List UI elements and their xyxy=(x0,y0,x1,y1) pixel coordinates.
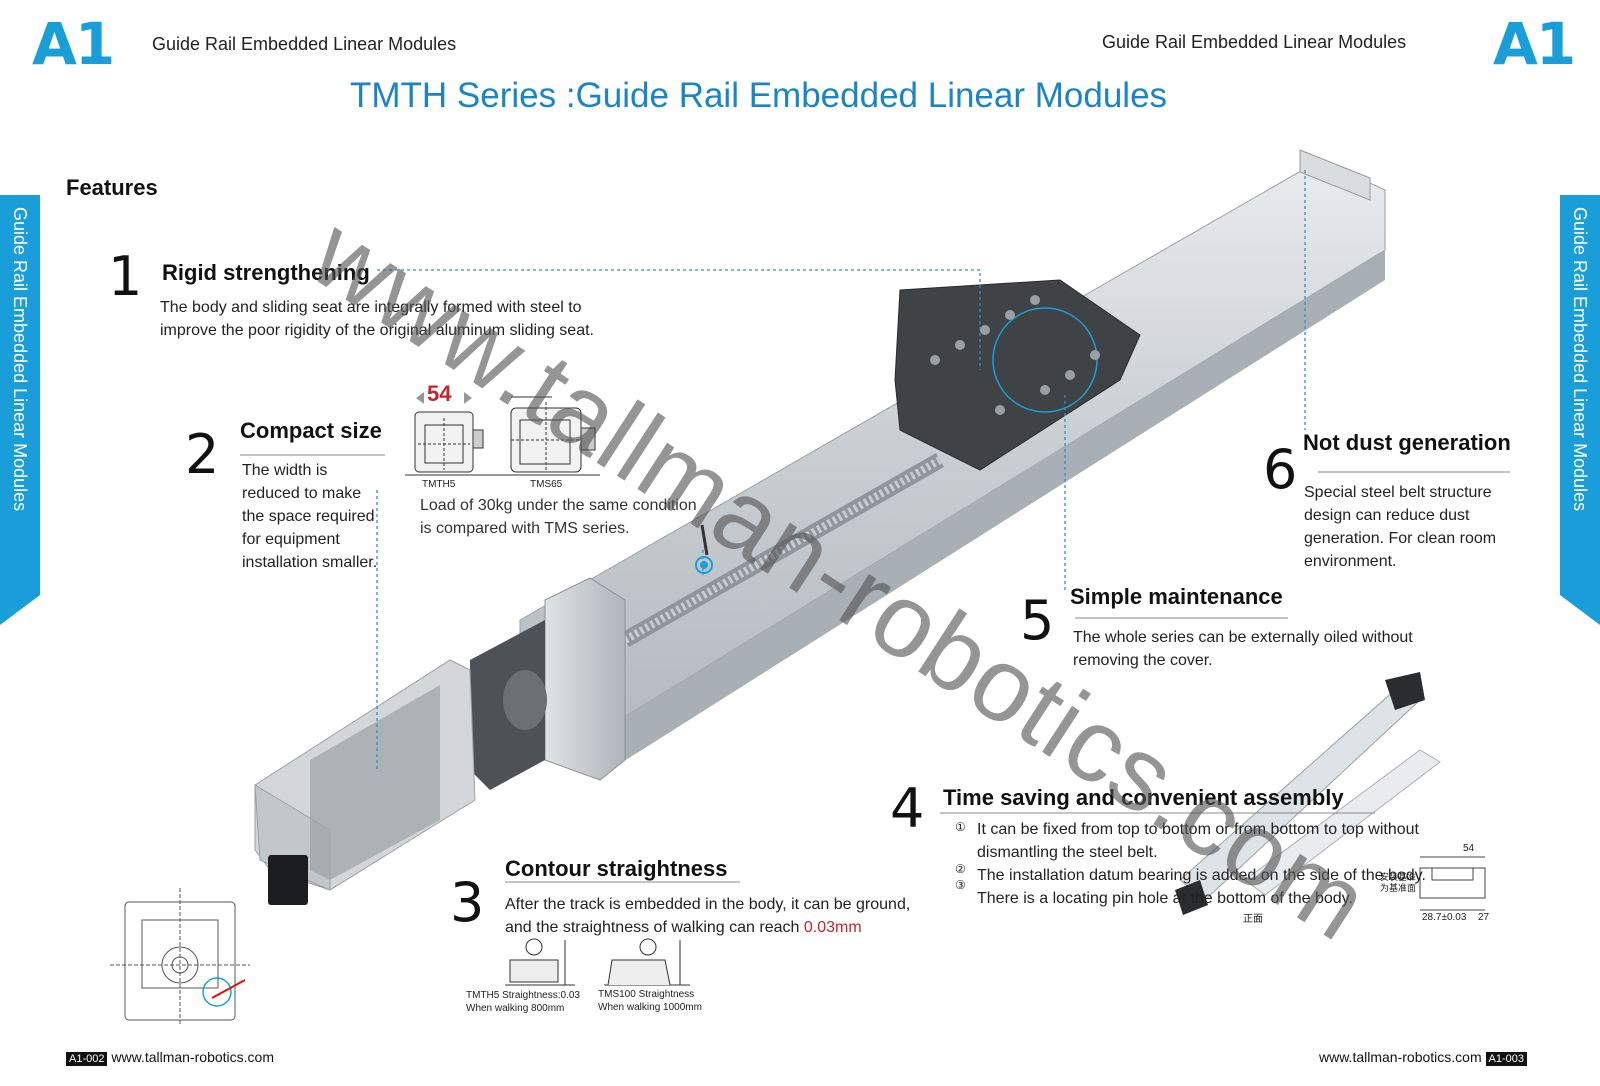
page-number-left: A1-002 xyxy=(66,1052,108,1066)
straightness-a-line: When walking 800mm xyxy=(466,1003,565,1014)
feature-4-item-1: ① It can be fixed from top to bottom or … xyxy=(955,818,1495,864)
compact-note-line: Load of 30kg under the same condition xyxy=(420,497,697,514)
feature-4-item-3: ② ③ The installation datum bearing is ad… xyxy=(955,862,1495,910)
feature-4-description: ① It can be fixed from top to bottom or … xyxy=(955,818,1495,910)
compact-size-diagram xyxy=(405,392,600,476)
width-value-text: 54 xyxy=(427,381,452,406)
feature-3-description: After the track is embedded in the body,… xyxy=(505,893,965,939)
header-subtitle-right: Guide Rail Embedded Linear Modules xyxy=(1102,32,1407,52)
feature-6-line: Special steel belt structure xyxy=(1304,484,1492,501)
straightness-diagram xyxy=(505,938,690,986)
feature-1-number: 1 xyxy=(108,245,143,308)
straightness-caption-b: TMS100 Straightness When walking 1000mm xyxy=(598,988,702,1014)
footer-url-left[interactable]: www.tallman-robotics.com xyxy=(111,1049,274,1065)
feature-6-title: Not dust generation xyxy=(1303,430,1511,455)
page-badge-right: A1 xyxy=(1493,10,1576,78)
assembly-illustration xyxy=(1175,672,1486,915)
feature-5-line: The whole series can be externally oiled… xyxy=(1073,629,1413,646)
feature-3-line: After the track is embedded in the body,… xyxy=(505,896,911,913)
feature-3-line-text: and the straightness of walking can reac… xyxy=(505,919,804,936)
features-heading: Features xyxy=(66,175,158,200)
side-tab-left-text: Guide Rail Embedded Linear Modules xyxy=(10,207,30,512)
feature-5-description: The whole series can be externally oiled… xyxy=(1073,626,1473,672)
feature-6-line: design can reduce dust xyxy=(1304,507,1470,524)
feature-3-title: Contour straightness xyxy=(505,856,728,881)
feature-1-line: improve the poor rigidity of the origina… xyxy=(160,322,594,339)
page-title: TMTH Series :Guide Rail Embedded Linear … xyxy=(350,76,1168,115)
feature-1-description: The body and sliding seat are integrally… xyxy=(160,296,680,342)
item-1-line: It can be fixed from top to bottom or fr… xyxy=(977,821,1419,838)
straightness-b-line: When walking 1000mm xyxy=(598,1002,702,1013)
side-tab-right: Guide Rail Embedded Linear Modules xyxy=(1560,195,1600,595)
assembly-front-label: 正面 xyxy=(1243,914,1263,925)
rail-body xyxy=(519,149,1386,770)
footer-url-right[interactable]: www.tallman-robotics.com xyxy=(1319,1049,1482,1065)
feature-2-line: The width is xyxy=(242,462,328,479)
datum-label-line: 安装基准 xyxy=(1380,872,1417,882)
side-tab-right-text: Guide Rail Embedded Linear Modules xyxy=(1570,207,1590,512)
assembly-datum-label: 安装基准 为基准面 xyxy=(1380,872,1416,894)
footer-right: www.tallman-robotics.com A1-003 xyxy=(1319,1049,1527,1066)
item-3-marker: ③ xyxy=(955,878,966,892)
slider-carriage xyxy=(894,279,1141,471)
assembly-dim-right: 27 xyxy=(1478,912,1490,923)
feature-3-highlight-value: 0.03mm xyxy=(803,919,862,936)
feature-2-title: Compact size xyxy=(240,418,382,443)
feature-2-description: The width is reduced to make the space r… xyxy=(242,459,412,574)
item-3-line: The installation datum bearing is added … xyxy=(977,867,1426,884)
side-tab-left-tip xyxy=(0,595,40,625)
feature-6-number: 6 xyxy=(1263,438,1298,501)
feature-6-line: environment. xyxy=(1304,553,1397,570)
feature-6-line: generation. For clean room xyxy=(1304,530,1497,547)
feature-4-title: Time saving and convenient assembly xyxy=(943,785,1344,810)
assembly-dim-left: 28.7±0.03 xyxy=(1422,912,1467,923)
feature-2-line: reduced to make xyxy=(242,485,362,502)
feature-2-line: installation smaller. xyxy=(242,554,378,571)
end-block xyxy=(470,577,626,790)
side-tab-right-tip xyxy=(1560,595,1600,625)
compact-note: Load of 30kg under the same condition is… xyxy=(420,494,740,540)
motor-housing xyxy=(254,659,476,905)
footer-left: A1-002 www.tallman-robotics.com xyxy=(66,1049,274,1066)
compact-label-tms65: TMS65 xyxy=(530,479,563,490)
feature-4-number: 4 xyxy=(890,777,925,840)
feature-5-line: removing the cover. xyxy=(1073,652,1213,669)
page-badge-left: A1 xyxy=(32,10,115,78)
item-1-marker: ① xyxy=(955,820,966,834)
datum-label-line: 为基准面 xyxy=(1380,883,1417,893)
straightness-b-line: TMS100 Straightness xyxy=(598,989,695,1000)
feature-1-title: Rigid strengthening xyxy=(162,260,370,285)
compact-note-line: is compared with TMS series. xyxy=(420,520,630,537)
screw-icon xyxy=(695,524,713,574)
feature-2-number: 2 xyxy=(185,423,220,486)
side-tab-left: Guide Rail Embedded Linear Modules xyxy=(0,195,40,595)
compact-width-value: 54 xyxy=(427,381,451,407)
feature-1-line: The body and sliding seat are integrally… xyxy=(160,299,582,316)
feature-5-number: 5 xyxy=(1020,589,1055,652)
straightness-a-line: TMTH5 Straightness:0.03 xyxy=(466,990,580,1001)
compact-label-tmth5: TMTH5 xyxy=(422,479,456,490)
feature-6-description: Special steel belt structure design can … xyxy=(1304,481,1534,573)
feature-3-number: 3 xyxy=(450,871,485,934)
feature-5-title: Simple maintenance xyxy=(1070,584,1283,609)
cross-section-drawing xyxy=(110,888,250,1025)
feature-3-line: and the straightness of walking can reac… xyxy=(505,916,965,939)
feature-2-line: the space required xyxy=(242,508,375,525)
item-3-line: There is a locating pin hole at the bott… xyxy=(977,890,1353,907)
heading-underlines xyxy=(240,454,1510,883)
item-1-line: dismantling the steel belt. xyxy=(977,844,1158,861)
assembly-dim-top: 54 xyxy=(1463,843,1475,854)
page-number-right: A1-003 xyxy=(1485,1052,1527,1066)
item-2-marker: ② xyxy=(955,862,966,876)
feature-2-line: for equipment xyxy=(242,531,340,548)
header-subtitle-left: Guide Rail Embedded Linear Modules xyxy=(152,34,457,54)
straightness-caption-a: TMTH5 Straightness:0.03 When walking 800… xyxy=(466,989,580,1015)
